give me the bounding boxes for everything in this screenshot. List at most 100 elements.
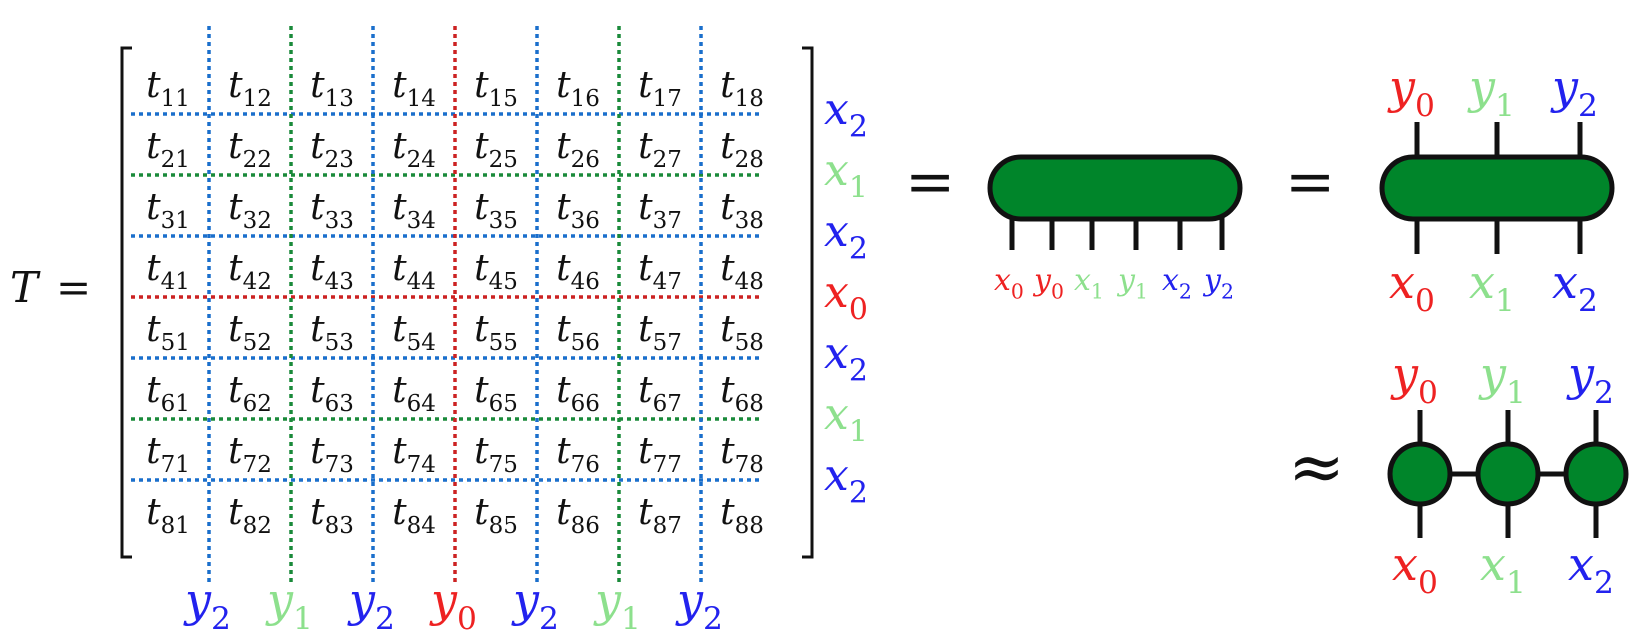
cell-var: t <box>474 248 489 289</box>
leg-label-var: x <box>994 263 1011 298</box>
cell-var: t <box>392 431 407 472</box>
cell-var: t <box>310 65 325 106</box>
matrix-cell: t18 <box>720 65 764 112</box>
cell-subscript: 34 <box>407 208 436 234</box>
cell-subscript: 88 <box>735 513 764 539</box>
cell-var: t <box>146 492 161 533</box>
cell-var: t <box>720 492 735 533</box>
matrix-cell: t67 <box>638 370 682 417</box>
cell-subscript: 72 <box>243 452 272 478</box>
bottom-label: x1 <box>1480 537 1526 601</box>
matrix-cell: t22 <box>228 126 272 173</box>
cell-subscript: 13 <box>325 86 354 112</box>
cell-subscript: 74 <box>407 452 436 478</box>
cell-var: t <box>310 492 325 533</box>
cell-subscript: 33 <box>325 208 354 234</box>
cell-subscript: 52 <box>243 330 272 356</box>
cell-subscript: 54 <box>407 330 436 356</box>
matrix-cell: t78 <box>720 431 764 478</box>
cell-var: t <box>556 431 571 472</box>
matrix-cell: t46 <box>556 248 600 295</box>
matrix-cell: t83 <box>310 492 354 539</box>
cell-subscript: 43 <box>325 269 354 295</box>
column-label-subscript: 2 <box>211 601 231 637</box>
bottom-label-var: x <box>1480 537 1506 591</box>
matrix-cell: t77 <box>638 431 682 478</box>
cell-var: t <box>228 309 243 350</box>
row-label-var: x <box>824 206 849 257</box>
matrix-cell: t81 <box>146 492 190 539</box>
column-label: y0 <box>429 573 477 637</box>
row-label: x2 <box>824 450 868 510</box>
top-label-var: y <box>1467 60 1496 114</box>
top-label-subscript: 1 <box>1506 375 1526 411</box>
cell-var: t <box>146 309 161 350</box>
matrix-cell: t38 <box>720 187 764 234</box>
matrix-cell: t58 <box>720 309 764 356</box>
row-label-subscript: 2 <box>849 231 868 266</box>
mps-node-1 <box>1475 441 1541 507</box>
matrix-cell: t42 <box>228 248 272 295</box>
cell-var: t <box>228 370 243 411</box>
bottom-label-subscript: 2 <box>1594 565 1614 601</box>
bottom-label: x1 <box>1469 255 1515 319</box>
bottom-label-subscript: 1 <box>1506 565 1526 601</box>
matrix-cell: t73 <box>310 431 354 478</box>
cell-subscript: 42 <box>243 269 272 295</box>
cell-var: t <box>310 309 325 350</box>
matrix-cell: t26 <box>556 126 600 173</box>
cell-subscript: 61 <box>161 391 190 417</box>
cell-var: t <box>392 248 407 289</box>
column-label: y1 <box>593 573 641 637</box>
leg-label-subscript: 1 <box>1091 279 1104 303</box>
matrix-cell: t64 <box>392 370 436 417</box>
column-label-subscript: 2 <box>539 601 559 637</box>
cell-var: t <box>392 65 407 106</box>
row-label-var: x <box>824 145 849 196</box>
row-label-subscript: 0 <box>849 292 868 327</box>
cell-var: t <box>392 370 407 411</box>
cell-subscript: 35 <box>489 208 518 234</box>
row-label-subscript: 2 <box>849 109 868 144</box>
leg-label: x1 <box>1074 263 1104 303</box>
cell-subscript: 73 <box>325 452 354 478</box>
matrix-cell: t68 <box>720 370 764 417</box>
top-label-subscript: 2 <box>1594 375 1614 411</box>
matrix-cell: t57 <box>638 309 682 356</box>
cell-var: t <box>556 126 571 167</box>
cell-subscript: 66 <box>571 391 600 417</box>
top-label: y2 <box>1566 347 1614 411</box>
cell-subscript: 28 <box>735 147 764 173</box>
top-label-var: y <box>1390 347 1419 401</box>
cell-subscript: 55 <box>489 330 518 356</box>
leg-label-subscript: 2 <box>1179 279 1192 303</box>
cell-subscript: 25 <box>489 147 518 173</box>
cell-subscript: 46 <box>571 269 600 295</box>
leg-label-subscript: 0 <box>1011 279 1024 303</box>
bottom-label-var: x <box>1392 537 1418 591</box>
lhs-equals-sign: = <box>56 263 91 312</box>
cell-var: t <box>392 492 407 533</box>
cell-var: t <box>638 248 653 289</box>
leg-label: y1 <box>1116 263 1148 303</box>
matrix-cell: t62 <box>228 370 272 417</box>
grouped-leg-lines <box>1414 122 1583 254</box>
cell-subscript: 57 <box>653 330 682 356</box>
bottom-label-var: x <box>1389 255 1415 309</box>
column-label-subscript: 0 <box>457 601 477 637</box>
matrix-cell: t14 <box>392 65 436 112</box>
matrix-cell: t11 <box>146 65 190 112</box>
column-label: y2 <box>347 573 395 637</box>
cell-subscript: 15 <box>489 86 518 112</box>
matrix-cell: t66 <box>556 370 600 417</box>
matrix-cell: t27 <box>638 126 682 173</box>
matrix-cell: t88 <box>720 492 764 539</box>
matrix-cell: t65 <box>474 370 518 417</box>
matrix-cell: t34 <box>392 187 436 234</box>
cell-subscript: 36 <box>571 208 600 234</box>
leg-label-subscript: 2 <box>1221 279 1234 303</box>
matrix-cell: t12 <box>228 65 272 112</box>
